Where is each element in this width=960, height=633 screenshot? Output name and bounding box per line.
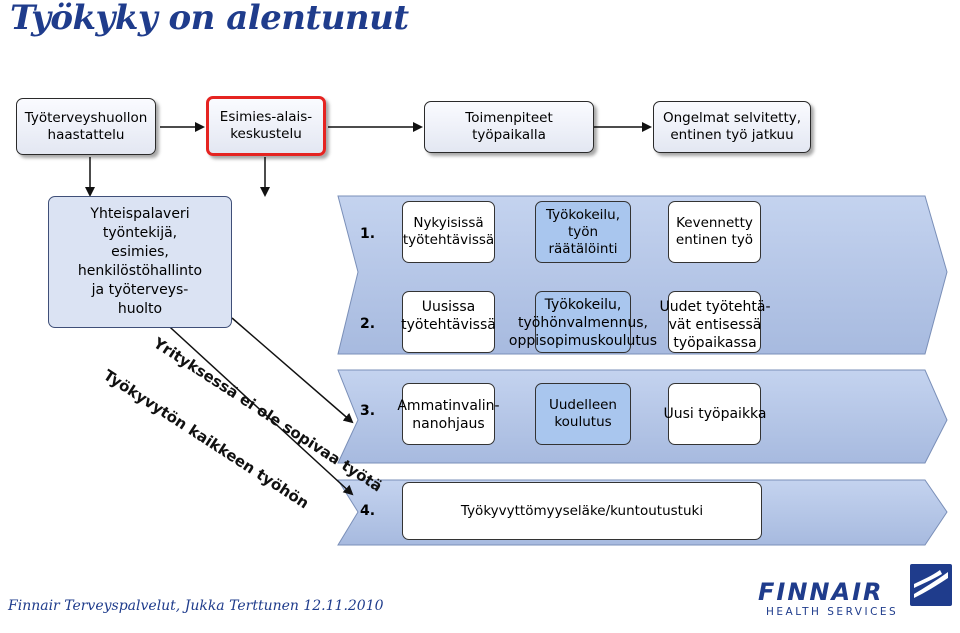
option-number-1: 1. [360, 226, 376, 242]
option-disability-pension-label: Työkyvyttömyyseläke/kuntoutustuki [460, 502, 704, 519]
option-new-job-label: Uusi työpaikka [663, 406, 767, 422]
step-occupational-health-interview-label: Työterveyshuollon haastattelu [24, 109, 148, 143]
option-number-3: 3. [360, 403, 376, 419]
option-new-duties [668, 291, 761, 353]
option-retraining-label: Uudelleen koulutus [549, 397, 617, 430]
footer-credit: Finnair Terveyspalvelut, Jukka Terttunen… [8, 598, 384, 614]
flag-icon [910, 564, 952, 606]
option-new-tasks-label: Uusissa työtehtävissä [401, 299, 496, 333]
option-trial-tailoring: Työkokeilu, työn räätälöinti [535, 201, 631, 263]
option-number-4: 4. [360, 503, 376, 519]
logo-wordmark: FINNAIR [758, 578, 884, 606]
option-lighter-work-label: Kevennetty entinen työ [675, 215, 754, 248]
step-supervisor-discussion: Esimies-alais- keskustelu [206, 96, 326, 156]
step-occupational-health-interview: Työterveyshuollon haastattelu [16, 98, 156, 155]
step-workplace-actions-label: Toimenpiteet työpaikalla [465, 110, 553, 143]
option-trial-tailoring-label: Työkokeilu, työn räätälöinti [546, 206, 620, 257]
step-workplace-actions: Toimenpiteet työpaikalla [424, 101, 594, 153]
diag-arrow-upper [231, 317, 354, 424]
option-current-tasks-label: Nykyisissä työtehtävissä [402, 215, 495, 248]
option-disability-pension: Työkyvyttömyyseläke/kuntoutustuki [402, 482, 762, 540]
option-new-job [668, 383, 761, 445]
joint-meeting-label: Yhteispalaveri työntekijä, esimies, henk… [77, 206, 203, 317]
joint-meeting-box: Yhteispalaveri työntekijä, esimies, henk… [48, 196, 232, 328]
step-problems-resolved: Ongelmat selvitetty, entinen työ jatkuu [653, 101, 811, 153]
finnair-logo: FINNAIR HEALTH SERVICES [758, 560, 953, 620]
option-career-guidance-label: Ammatinvalin- nanohjaus [397, 398, 500, 432]
option-retraining: Uudelleen koulutus [535, 383, 631, 445]
option-trial-coaching [535, 291, 631, 353]
diag-arrow-lower [159, 317, 354, 496]
option-trial-coaching-label: Työkokeilu, työhönvalmennus, oppisopimus… [508, 297, 658, 349]
option-new-tasks [402, 291, 495, 353]
step-supervisor-discussion-label: Esimies-alais- keskustelu [219, 109, 313, 142]
option-number-2: 2. [360, 316, 376, 332]
option-current-tasks: Nykyisissä työtehtävissä [402, 201, 495, 263]
option-lighter-work: Kevennetty entinen työ [668, 201, 761, 263]
option-new-duties-label: Uudet työtehtä- vät entisessä työpaikass… [659, 299, 771, 351]
option-career-guidance [402, 383, 495, 445]
step-problems-resolved-label: Ongelmat selvitetty, entinen työ jatkuu [662, 110, 802, 143]
page-title: Työkyky on alentunut [10, 0, 409, 38]
logo-subtitle: HEALTH SERVICES [766, 606, 899, 618]
